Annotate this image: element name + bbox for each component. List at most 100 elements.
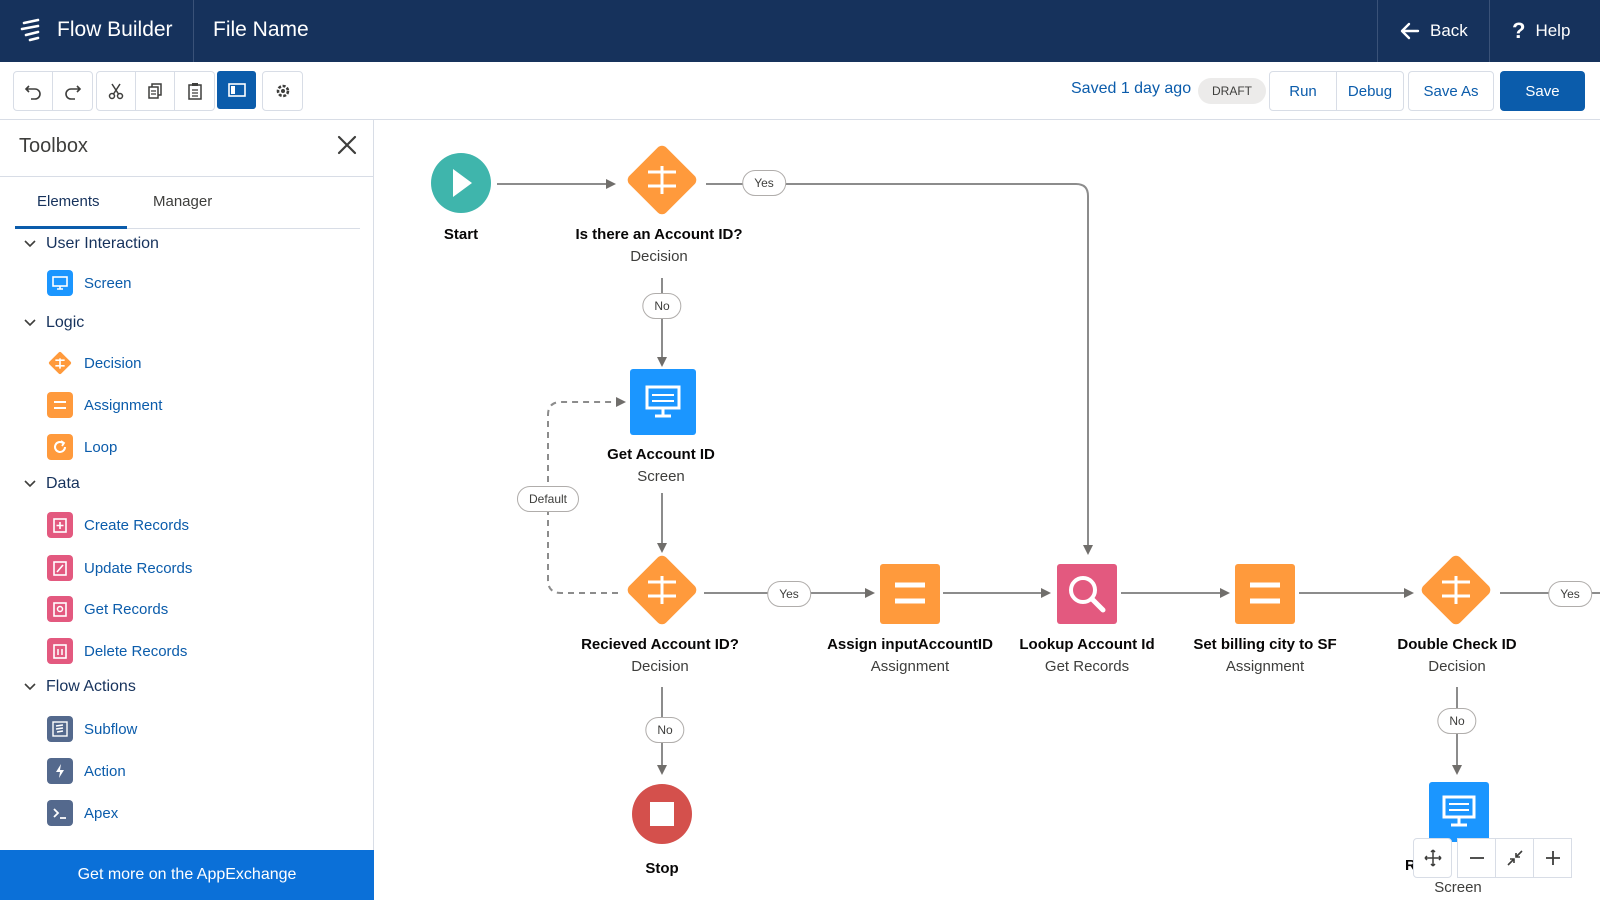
connector-label-no: No	[642, 293, 682, 319]
undo-button[interactable]	[14, 72, 53, 110]
zoom-in-button[interactable]	[1533, 838, 1572, 878]
section-flow-actions[interactable]: Flow Actions	[24, 678, 136, 696]
element-apex[interactable]: Apex	[47, 800, 118, 826]
paste-button[interactable]	[175, 72, 214, 110]
debug-button[interactable]: Debug	[1347, 82, 1393, 100]
section-label: Flow Actions	[46, 678, 136, 695]
zoom-out-button[interactable]	[1457, 838, 1496, 878]
get-records-icon	[47, 596, 73, 622]
pan-button[interactable]	[1413, 838, 1452, 878]
node-type: Decision	[631, 658, 689, 675]
tab-elements[interactable]: Elements	[37, 193, 100, 210]
screen-node-get-account[interactable]	[630, 369, 696, 435]
is-account-label: Is there an Account ID?Decision	[576, 224, 743, 268]
update-records-icon	[47, 555, 73, 581]
view-group	[217, 71, 256, 111]
toggle-toolbox-button[interactable]	[217, 71, 256, 109]
element-screen[interactable]: Screen	[47, 270, 132, 296]
section-logic[interactable]: Logic	[24, 314, 84, 332]
assignment-node-assign-input[interactable]	[880, 564, 940, 624]
element-label: Screen	[84, 274, 132, 292]
subflow-icon	[47, 716, 73, 742]
tab-manager[interactable]: Manager	[153, 193, 213, 210]
cut-icon	[108, 83, 124, 100]
back-button[interactable]: Back	[1378, 0, 1490, 62]
undo-icon	[24, 85, 41, 100]
stop-icon	[650, 802, 674, 826]
toolbar	[0, 62, 1600, 120]
element-create-records[interactable]: Create Records	[47, 512, 189, 538]
copy-button[interactable]	[136, 72, 175, 110]
connector-label-default: Default	[516, 486, 580, 512]
stop-node[interactable]	[632, 784, 692, 844]
element-get-records[interactable]: Get Records	[47, 596, 168, 622]
status-badge: DRAFT	[1198, 78, 1266, 104]
chevron-down-icon	[24, 683, 36, 691]
screen-node-rec[interactable]	[1429, 782, 1489, 842]
node-name: Get Account ID	[607, 446, 715, 463]
decision-node-is-account[interactable]	[625, 143, 699, 217]
cut-button[interactable]	[97, 72, 136, 110]
received-label: Recieved Account ID?Decision	[581, 634, 739, 678]
start-node[interactable]	[431, 153, 491, 213]
header-divider	[1377, 0, 1378, 62]
panel-left-icon	[227, 83, 246, 97]
collapse-icon	[1506, 850, 1523, 866]
redo-icon	[64, 85, 81, 100]
element-delete-records[interactable]: Delete Records	[47, 638, 187, 664]
decision-icon	[648, 576, 676, 604]
section-user-interaction[interactable]: User Interaction	[24, 235, 159, 253]
file-name[interactable]: File Name	[213, 18, 309, 41]
get-records-node-lookup[interactable]	[1057, 564, 1117, 624]
help-button[interactable]: ? Help	[1490, 0, 1592, 62]
connector-label-yes: Yes	[742, 170, 786, 196]
appexchange-button[interactable]: Get more on the AppExchange	[0, 850, 374, 900]
assignment-icon	[47, 392, 73, 418]
element-loop[interactable]: Loop	[47, 434, 117, 460]
edit-group	[96, 71, 215, 111]
node-type: Screen	[1434, 879, 1482, 896]
section-label: Data	[46, 475, 80, 492]
run-button[interactable]: Run	[1270, 72, 1337, 110]
flow-canvas[interactable]: Start Is there an Account ID?Decision Ge…	[375, 120, 1600, 900]
element-label: Delete Records	[84, 642, 188, 660]
delete-records-icon	[47, 638, 73, 664]
element-subflow[interactable]: Subflow	[47, 716, 137, 742]
node-type: Assignment	[1225, 658, 1305, 675]
settings-button[interactable]	[263, 72, 302, 110]
apex-icon	[47, 800, 73, 826]
element-decision[interactable]: Decision	[47, 350, 142, 376]
save-as-button[interactable]: Save As	[1423, 82, 1479, 100]
section-data[interactable]: Data	[24, 475, 80, 493]
save-as-group: Save As	[1408, 71, 1494, 111]
element-assignment[interactable]: Assignment	[47, 392, 162, 418]
node-name: Double Check ID	[1397, 636, 1517, 653]
save-button[interactable]: Save	[1500, 71, 1585, 111]
flow-builder-logo-icon	[20, 18, 40, 42]
gear-icon	[276, 84, 289, 98]
connector-label-yes: Yes	[767, 581, 811, 607]
node-type: Decision	[1428, 658, 1486, 675]
node-name: Set billing city to SF	[1193, 636, 1337, 653]
plus-icon	[1545, 851, 1560, 865]
element-action[interactable]: Action	[47, 758, 126, 784]
element-update-records[interactable]: Update Records	[47, 555, 192, 581]
paste-icon	[187, 83, 202, 100]
fit-button[interactable]	[1495, 838, 1534, 878]
stop-label: Stop	[645, 858, 678, 880]
create-records-icon	[47, 512, 73, 538]
divider	[0, 176, 374, 177]
action-icon	[47, 758, 73, 784]
node-name: Lookup Account Id	[1019, 636, 1155, 653]
assignment-node-set-billing[interactable]	[1235, 564, 1295, 624]
decision-node-double-check[interactable]	[1419, 553, 1493, 627]
assignment-icon	[1250, 582, 1280, 604]
close-icon[interactable]	[336, 134, 358, 156]
redo-button[interactable]	[53, 72, 92, 110]
decision-node-received[interactable]	[625, 553, 699, 627]
toolbox-tabs: Elements Manager	[15, 177, 360, 229]
chevron-down-icon	[24, 240, 36, 248]
toolbox-title: Toolbox	[19, 135, 88, 157]
node-type: Assignment	[870, 658, 950, 675]
